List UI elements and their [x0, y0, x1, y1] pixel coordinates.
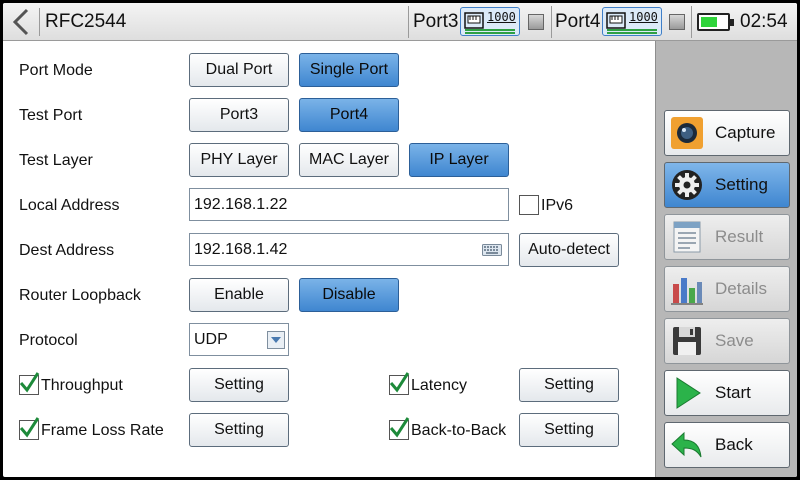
back-button[interactable]: Back [664, 422, 790, 468]
port4-indicator [669, 14, 685, 30]
port3-label: Port3 [413, 11, 459, 32]
divider [551, 6, 552, 38]
checkmark-icon [19, 417, 40, 438]
floppy-disk-icon [673, 327, 701, 355]
divider [408, 6, 409, 38]
start-label: Start [715, 383, 751, 402]
back-to-back-setting-button[interactable]: Setting [519, 413, 619, 447]
protocol-label: Protocol [19, 332, 78, 349]
test-layer-label: Test Layer [19, 152, 93, 169]
setting-button[interactable]: Setting [664, 162, 790, 208]
port4-button[interactable]: Port4 [299, 98, 399, 132]
bar-chart-icon [671, 278, 703, 305]
chevron-left-icon[interactable] [7, 6, 37, 38]
port3-indicator [528, 14, 544, 30]
ethernet-port-icon [606, 12, 657, 34]
mac-layer-button[interactable]: MAC Layer [299, 143, 399, 177]
ip-layer-button[interactable]: IP Layer [409, 143, 509, 177]
port3-button[interactable]: Port3 [189, 98, 289, 132]
back-to-back-checkbox[interactable] [389, 417, 410, 440]
title-bar: RFC2544 Port3 1000 Port4 1000 [3, 3, 797, 41]
play-icon [676, 377, 701, 409]
gear-icon [672, 170, 702, 200]
throughput-setting-button[interactable]: Setting [189, 368, 289, 402]
keyboard-icon[interactable] [482, 244, 502, 256]
router-loopback-label: Router Loopback [19, 287, 141, 304]
single-port-button[interactable]: Single Port [299, 53, 399, 87]
latency-setting-button[interactable]: Setting [519, 368, 619, 402]
checkmark-icon [389, 417, 410, 438]
app-window: RFC2544 Port3 1000 Port4 1000 [3, 3, 797, 477]
ethernet-port-icon [464, 12, 515, 34]
throughput-checkbox[interactable] [19, 372, 40, 395]
throughput-label: Throughput [41, 377, 123, 394]
port4-label: Port4 [555, 11, 601, 32]
document-icon [673, 221, 701, 253]
back-label: Back [715, 435, 753, 454]
clock: 02:54 [740, 11, 788, 32]
enable-button[interactable]: Enable [189, 278, 289, 312]
capture-label: Capture [715, 123, 776, 142]
latency-label: Latency [411, 377, 468, 394]
latency-checkbox[interactable] [389, 372, 410, 395]
checkmark-icon [19, 372, 40, 393]
frame-loss-rate-setting-button[interactable]: Setting [189, 413, 289, 447]
port4-speed: 1000 [629, 10, 658, 24]
ipv6-checkbox[interactable] [519, 195, 539, 215]
port3-speed: 1000 [487, 10, 516, 24]
test-port-label: Test Port [19, 107, 83, 124]
start-button[interactable]: Start [664, 370, 790, 416]
protocol-value: UDP [194, 331, 228, 348]
sidebar: Capture Setting Result [655, 41, 797, 477]
checkmark-icon [389, 372, 410, 393]
frame-loss-rate-label: Frame Loss Rate [41, 422, 164, 439]
dest-address-label: Dest Address [19, 242, 115, 259]
local-address-label: Local Address [19, 197, 120, 214]
details-label: Details [715, 279, 767, 298]
disable-button[interactable]: Disable [299, 278, 399, 312]
dest-address-field[interactable]: 192.168.1.42 [189, 233, 509, 266]
camera-icon [671, 117, 703, 149]
dual-port-button[interactable]: Dual Port [189, 53, 289, 87]
frame-loss-rate-checkbox[interactable] [19, 417, 40, 440]
protocol-select[interactable]: UDP [189, 323, 289, 356]
local-address-field[interactable]: 192.168.1.22 [189, 188, 509, 221]
port3-link-status: 1000 [460, 7, 520, 36]
dest-address-value: 192.168.1.42 [194, 241, 288, 258]
auto-detect-button[interactable]: Auto-detect [519, 233, 619, 267]
result-label: Result [715, 227, 764, 246]
port-mode-label: Port Mode [19, 62, 93, 79]
capture-button[interactable]: Capture [664, 110, 790, 156]
port4-link-status: 1000 [602, 7, 662, 36]
save-button[interactable]: Save [664, 318, 790, 364]
save-label: Save [715, 331, 754, 350]
phy-layer-button[interactable]: PHY Layer [189, 143, 289, 177]
ipv6-label: IPv6 [541, 197, 574, 214]
battery-icon [697, 13, 734, 31]
dropdown-arrow-icon[interactable] [267, 331, 285, 349]
divider [39, 8, 40, 36]
result-button[interactable]: Result [664, 214, 790, 260]
divider [691, 6, 692, 38]
back-to-back-label: Back-to-Back [411, 422, 507, 439]
details-button[interactable]: Details [664, 266, 790, 312]
back-arrow-icon [671, 431, 702, 458]
page-title: RFC2544 [45, 11, 127, 32]
setting-label: Setting [715, 175, 768, 194]
